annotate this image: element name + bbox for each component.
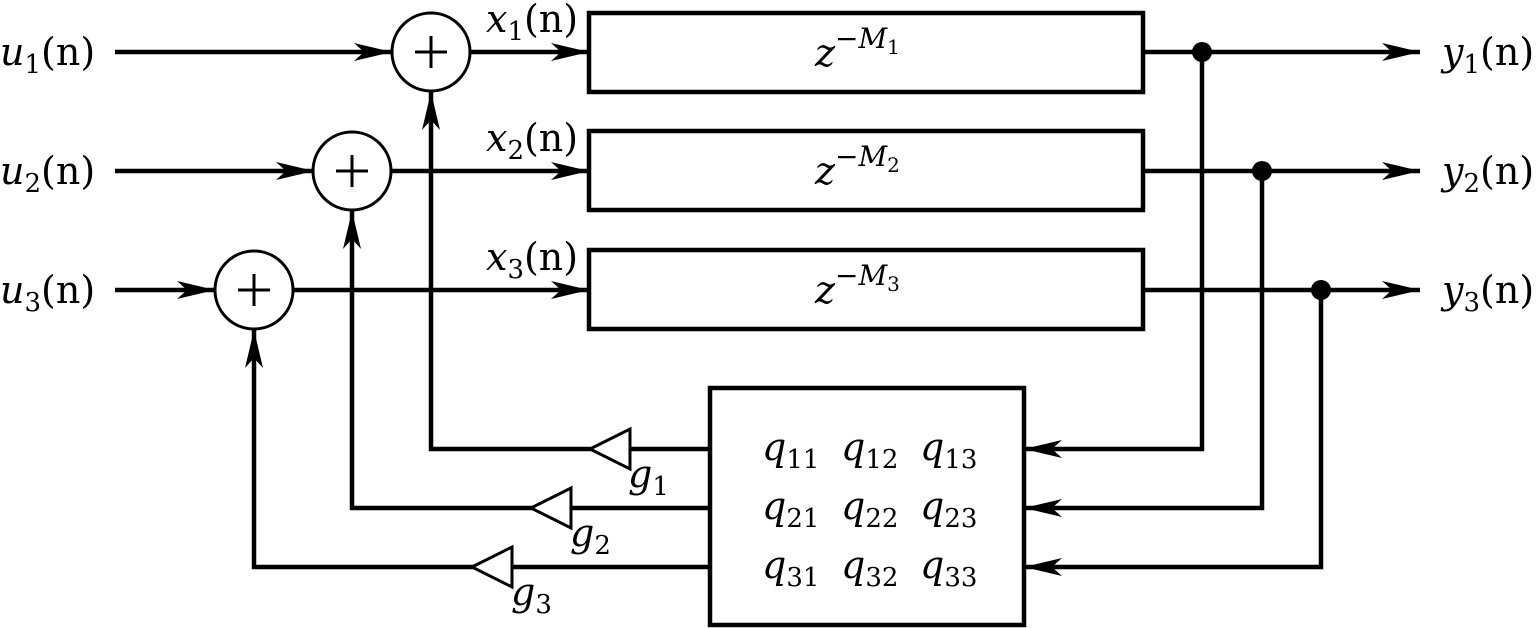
input-label-3: u3(n)	[0, 268, 95, 318]
output-label-2: y2(n)	[1440, 149, 1534, 199]
junction-dot-3	[1311, 280, 1331, 300]
arrowhead-feedback-1	[422, 92, 440, 130]
matrix-entry-q32: q32	[841, 543, 898, 593]
delay-label-1: z−M1	[814, 22, 900, 75]
arrowhead-y1	[1382, 43, 1420, 61]
arrowhead-feedback-2	[343, 211, 361, 249]
delay-label-2: z−M2	[814, 140, 900, 193]
arrowhead-tap-1	[1024, 440, 1062, 458]
feedback-wire-2	[349, 211, 710, 511]
arrowhead-x2	[551, 162, 589, 180]
output-label-3: y3(n)	[1440, 268, 1534, 318]
delay-box-3	[586, 247, 1146, 332]
matrix-entry-q33: q33	[920, 543, 977, 593]
arrowhead-input-3	[177, 281, 215, 299]
arrowhead-x1	[551, 43, 589, 61]
gain-triangle-1	[586, 426, 632, 472]
summer-3	[213, 249, 295, 331]
arrowhead-feedback-3	[245, 330, 263, 368]
tap-wires	[1024, 42, 1331, 576]
arrowhead-input-1	[354, 43, 392, 61]
matrix-entry-q31: q31	[762, 543, 819, 593]
gain-label-1: g1	[628, 452, 669, 502]
signal-label-x3: x3(n)	[486, 235, 578, 285]
matrix-entry-q23: q23	[920, 484, 977, 534]
delay-box-1	[586, 10, 1146, 95]
output-wires	[1143, 43, 1420, 299]
gain-label-2: g2	[570, 511, 611, 561]
gain-triangle-2	[527, 485, 573, 531]
arrowhead-x3	[551, 281, 589, 299]
gain-label-3: g3	[511, 570, 552, 620]
output-label-1: y1(n)	[1440, 30, 1534, 80]
input-label-1: u1(n)	[0, 30, 95, 80]
input-arrowheads	[177, 43, 392, 299]
signal-label-x1: x1(n)	[486, 0, 578, 47]
feedback-matrix-entries: q11 q12 q13 q21 q22 q23 q31 q32 q33	[762, 425, 977, 593]
arrowhead-tap-3	[1024, 558, 1062, 576]
junction-dot-1	[1192, 42, 1212, 62]
feedback-matrix-box	[707, 385, 1027, 628]
matrix-entry-q11: q11	[762, 425, 819, 475]
tap-wire-3	[1024, 290, 1324, 570]
gain-triangle-3	[468, 544, 514, 590]
summer-1	[390, 11, 472, 93]
matrix-entry-q12: q12	[841, 425, 898, 475]
junction-dot-2	[1252, 161, 1272, 181]
arrowhead-y2	[1382, 162, 1420, 180]
delay-box-2	[586, 128, 1146, 213]
input-label-2: u2(n)	[0, 149, 95, 199]
feedback-wire-3	[251, 330, 710, 570]
delay-label-3: z−M3	[814, 259, 900, 312]
matrix-entry-q21: q21	[762, 484, 819, 534]
arrowhead-input-2	[276, 162, 314, 180]
matrix-entry-q22: q22	[841, 484, 898, 534]
summer-2	[311, 130, 393, 212]
summer-to-delay-wires	[293, 43, 589, 299]
signal-label-x2: x2(n)	[486, 116, 578, 166]
tap-wire-2	[1024, 171, 1265, 511]
matrix-entry-q13: q13	[920, 425, 977, 475]
arrowhead-y3	[1382, 281, 1420, 299]
tap-wire-1	[1024, 52, 1205, 452]
arrowhead-tap-2	[1024, 499, 1062, 517]
